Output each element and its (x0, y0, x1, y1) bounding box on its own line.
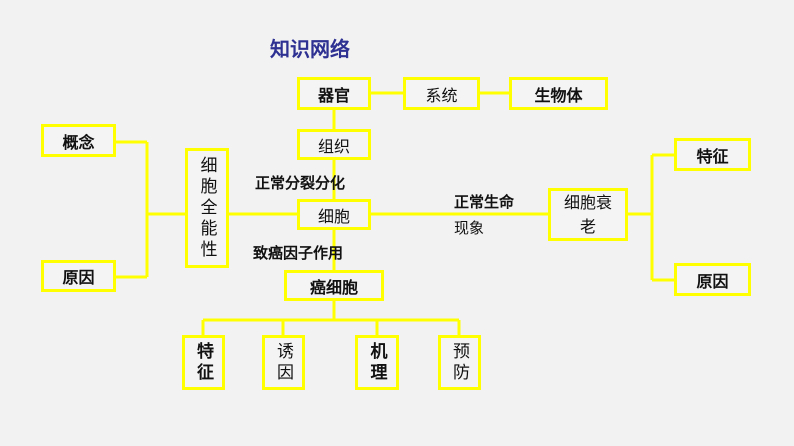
node-reason-left: 原因 (41, 260, 116, 292)
node-reason-right: 原因 (674, 263, 751, 296)
edge-label-differentiation: 正常分裂分化 (255, 174, 346, 192)
node-totipotency: 细胞全能性 (185, 148, 229, 268)
node-senescence: 细胞衰老 (548, 188, 628, 241)
node-tissue: 组织 (297, 129, 371, 160)
node-cancer-cell: 癌细胞 (284, 270, 384, 301)
node-cell: 细胞 (297, 199, 371, 230)
edge-label-phenomenon: 现象 (454, 219, 485, 237)
node-system: 系统 (403, 77, 480, 110)
diagram-title: 知识网络 (270, 37, 350, 61)
node-feature-bottom: 特征 (182, 335, 225, 390)
node-concept: 概念 (41, 124, 116, 157)
node-inducement: 诱因 (262, 335, 305, 390)
node-organ: 器官 (297, 77, 371, 110)
edge-label-carcinogen: 致癌因子作用 (253, 244, 344, 262)
node-mechanism: 机理 (355, 335, 399, 390)
node-feature-right: 特征 (674, 138, 751, 171)
node-organism: 生物体 (509, 77, 608, 110)
node-prevention: 预防 (438, 335, 481, 390)
edge-label-normal-life: 正常生命 (454, 193, 515, 211)
